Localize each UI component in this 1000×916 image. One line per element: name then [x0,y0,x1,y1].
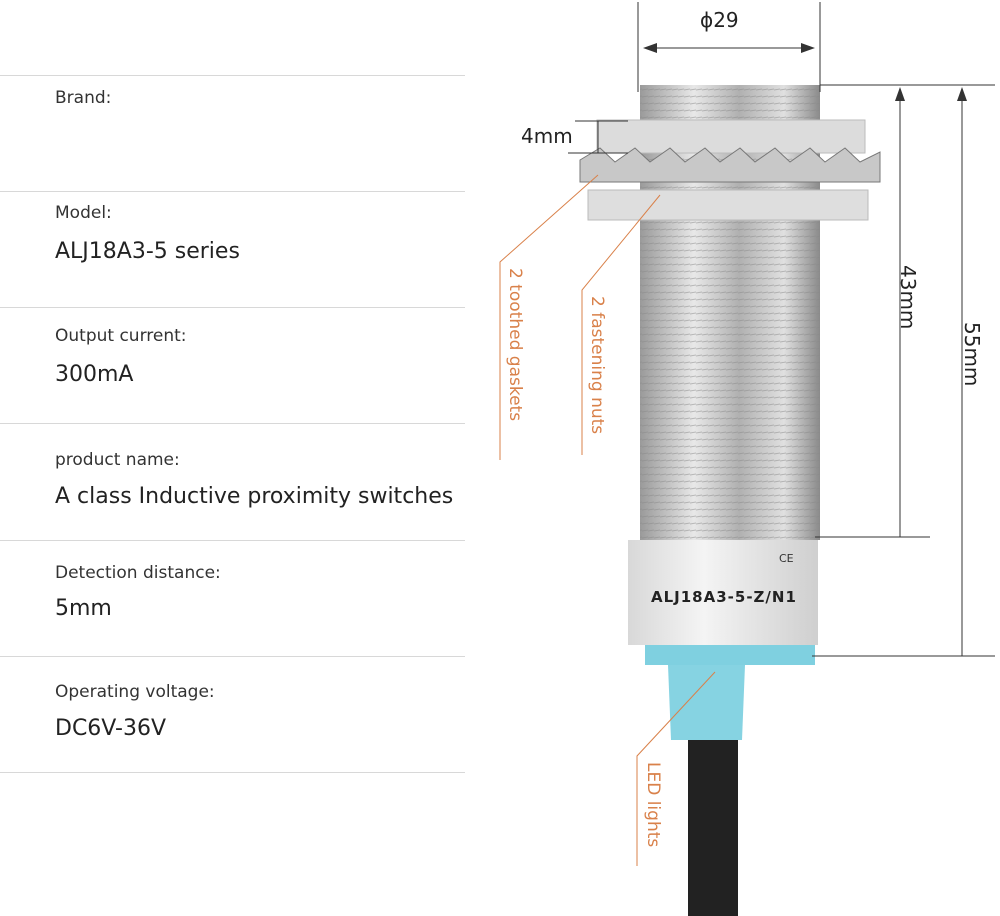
ce-mark: CE [779,552,794,565]
sensor-model-label: ALJ18A3-5-Z/N1 [651,588,797,606]
divider [0,772,465,773]
divider [0,423,465,424]
divider [0,307,465,308]
detection-distance-value: 5mm [55,596,112,621]
divider [0,540,465,541]
gaskets-callout: 2 toothed gaskets [505,268,525,422]
model-value: ALJ18A3-5 series [55,239,240,264]
product-name-value: A class Inductive proximity switches [55,484,454,509]
divider [0,191,465,192]
output-current-label: Output current: [55,326,187,346]
divider [0,656,465,657]
nut-thickness-dimension: 4mm [521,124,573,148]
divider [0,75,465,76]
detection-distance-label: Detection distance: [55,563,221,583]
diameter-dimension: ϕ29 [700,8,739,32]
nuts-callout: 2 fastening nuts [587,296,607,435]
operating-voltage-value: DC6V-36V [55,716,167,741]
product-name-label: product name: [55,450,180,470]
model-label: Model: [55,203,112,223]
led-callout: LED lights [643,762,663,848]
total-length-dimension: 55mm [960,322,984,387]
brand-label: Brand: [55,88,112,108]
thread-length-dimension: 43mm [896,265,920,330]
operating-voltage-label: Operating voltage: [55,682,215,702]
output-current-value: 300mA [55,362,134,387]
